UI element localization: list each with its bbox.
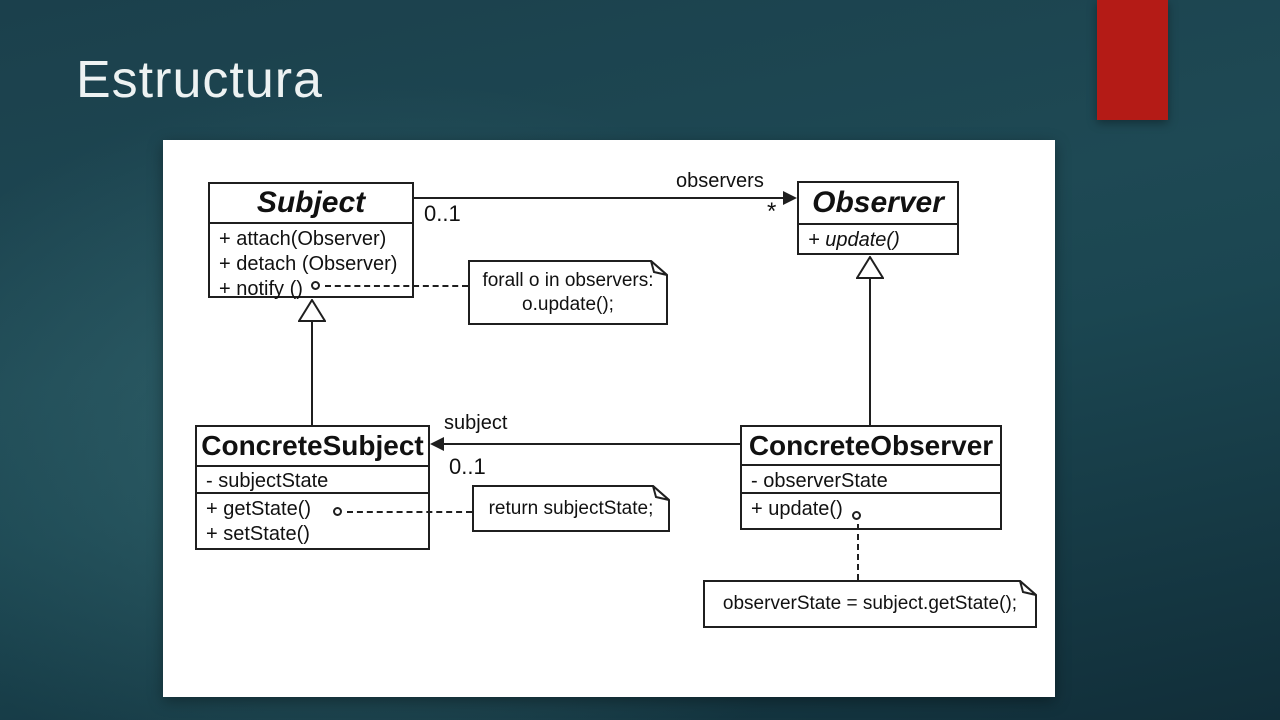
method-get-state: + getState()	[206, 498, 312, 520]
class-name-concrete-subject: ConcreteSubject	[201, 430, 424, 461]
class-box-subject: Subject + attach(Observer) + detach (Obs…	[208, 182, 414, 300]
attribute-subject-state: - subjectState	[206, 470, 329, 492]
note-anchor-circle-icon	[311, 281, 320, 290]
method-notify: + notify ()	[219, 278, 303, 300]
generalization-line-subject	[311, 321, 313, 425]
method-attach: + attach(Observer)	[219, 228, 387, 250]
class-attributes-concrete-observer: - observerState	[742, 464, 1000, 492]
attribute-observer-state: - observerState	[751, 470, 888, 492]
note-shape-icon	[472, 485, 670, 532]
class-methods-observer: + update()	[799, 223, 957, 253]
note-line: return subjectState;	[488, 497, 654, 519]
slide-title: Estructura	[76, 51, 323, 109]
multiplicity-subject-end: 0..1	[424, 201, 461, 226]
note-anchor-circle-icon	[333, 507, 342, 516]
generalization-line-observer	[869, 278, 871, 425]
class-methods-concrete-observer: + update()	[742, 492, 1000, 530]
class-methods-subject: + attach(Observer) + detach (Observer) +…	[210, 222, 412, 302]
method-update: + update()	[808, 229, 900, 251]
class-name-observer: Observer	[812, 186, 944, 219]
arrowhead-right-icon	[783, 191, 797, 205]
uml-diagram-panel: Subject + attach(Observer) + detach (Obs…	[163, 140, 1055, 697]
class-name-subject: Subject	[256, 186, 366, 219]
accent-bar	[1097, 0, 1168, 120]
association-subject-label: subject	[444, 412, 508, 434]
note-connector-notify	[325, 285, 468, 287]
class-box-concrete-subject: ConcreteSubject - subjectState + getStat…	[195, 425, 430, 550]
note-line: forall o in observers:	[482, 269, 654, 291]
method-set-state: + setState()	[206, 523, 310, 545]
association-observers-label: observers	[676, 170, 764, 192]
note-connector-getstate	[347, 511, 472, 513]
note-text: observerState = subject.getState();	[703, 580, 1037, 628]
association-observers-line	[414, 197, 785, 199]
note-shape-icon	[703, 580, 1037, 628]
note-line: o.update();	[522, 293, 614, 315]
arrowhead-left-icon	[430, 437, 444, 451]
note-line: observerState = subject.getState();	[722, 593, 1018, 614]
class-methods-concrete-subject: + getState() + setState()	[197, 492, 428, 550]
method-detach: + detach (Observer)	[219, 253, 398, 275]
note-update: observerState = subject.getState();	[703, 580, 1037, 628]
generalization-triangle-icon	[856, 256, 884, 279]
generalization-triangle-icon	[298, 299, 326, 322]
class-box-concrete-observer: ConcreteObserver - observerState + updat…	[740, 425, 1002, 530]
note-anchor-circle-icon	[852, 511, 861, 520]
association-subject-line	[442, 443, 740, 445]
note-shape-icon	[468, 260, 668, 325]
method-update: + update()	[751, 498, 843, 520]
class-attributes-concrete-subject: - subjectState	[197, 465, 428, 492]
class-name-concrete-observer: ConcreteObserver	[748, 429, 994, 461]
note-get-state: return subjectState;	[472, 485, 670, 532]
multiplicity-observer-end: *	[767, 198, 777, 225]
class-box-observer: Observer + update()	[797, 181, 959, 255]
note-connector-update	[857, 524, 859, 580]
multiplicity-concrete-subject-end: 0..1	[449, 454, 486, 479]
note-text: forall o in observers: o.update();	[468, 260, 668, 325]
note-text: return subjectState;	[472, 485, 670, 532]
note-notify: forall o in observers: o.update();	[468, 260, 668, 325]
